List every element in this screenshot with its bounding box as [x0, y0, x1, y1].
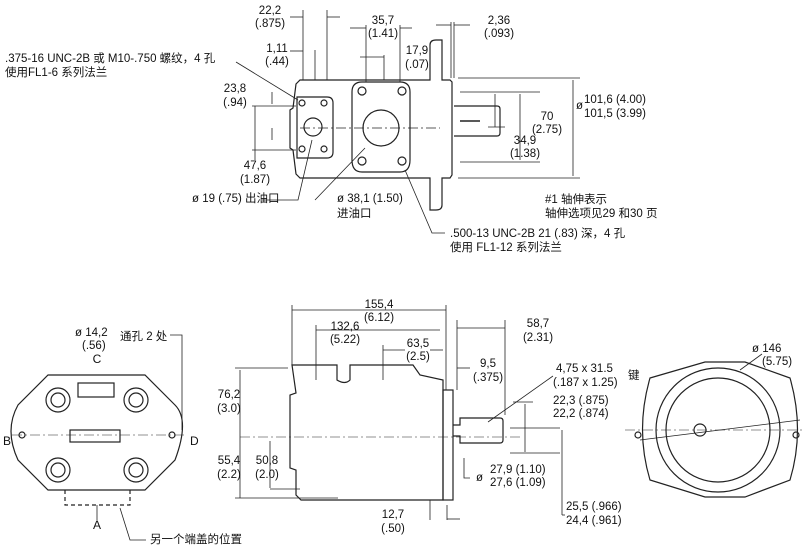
dim-76-2: 76,2 [217, 389, 241, 401]
dim-1-11-in: (.44) [265, 56, 289, 68]
shaft-dia-min: 22,2 (.874) [553, 408, 609, 420]
dim-76-2-in: (3.0) [217, 403, 241, 415]
dim-70-in: (2.75) [531, 124, 563, 136]
hub-dia-max: 27,9 (1.10) [490, 464, 546, 476]
key-height-max: 25,5 (.966) [566, 501, 622, 513]
dim-55-4-in: (2.2) [217, 469, 241, 481]
label-a: A [92, 518, 102, 532]
dim-35-7: 35,7 [371, 15, 395, 27]
hub-dia-symbol: ø [476, 472, 484, 484]
shaft-dia-max: 22,3 (.875) [553, 395, 609, 407]
mount-note-line2: 使用 FL1-12 系列法兰 [450, 242, 562, 254]
cover-position-note: 另一个端盖的位置 [150, 534, 242, 546]
shaft-note-line1: #1 轴伸表示 [545, 194, 607, 206]
top-view-outline [289, 39, 501, 211]
mount-note-line1: .500-13 UNC-2B 21 (.83) 深，4 孔 [450, 228, 626, 240]
side-view-outline [240, 364, 520, 501]
top-view-dims [235, 10, 580, 234]
inlet-port-label: 进油口 [337, 208, 372, 220]
dim-2-36: 2,36 [487, 15, 511, 27]
pilot-dia-symbol: ø [576, 100, 584, 112]
dim-22-2: 22,2 [258, 5, 282, 17]
dim-132-6: 132,6 [330, 321, 360, 333]
dim-1-11: 1,11 [266, 43, 288, 55]
dim-47-6: 47,6 [243, 160, 267, 172]
dim-63-5: 63,5 [406, 338, 430, 350]
label-c: C [92, 352, 102, 366]
key-dim-in: (.187 x 1.25) [553, 377, 618, 389]
end-view-outline [10, 334, 185, 541]
thread-note-line1: .375-16 UNC-2B 或 M10-.750 螺纹，4 孔 [5, 53, 216, 65]
dim-58-7: 58,7 [526, 318, 550, 330]
dim-17-9: 17,9 [405, 45, 429, 57]
hole-dim: ø 14,2 [75, 327, 108, 339]
dim-9-5-in: (.375) [472, 372, 504, 384]
hole-note: 通孔 2 处 [120, 331, 168, 343]
key-dim: 4,75 x 31.5 [556, 363, 613, 375]
label-d: D [190, 434, 199, 448]
dim-34-9: 34,9 [513, 135, 537, 147]
dim-55-4: 55,4 [217, 455, 241, 467]
dim-58-7-in: (2.31) [522, 332, 554, 344]
outlet-port-label: ø 19 (.75) 出油口 [192, 193, 280, 205]
front-dia-dim-in: (5.75) [762, 356, 793, 368]
dim-2-36-in: (.093) [483, 28, 515, 40]
dim-23-8: 23,8 [223, 83, 247, 95]
dim-22-2-in: (.875) [254, 18, 286, 30]
inlet-port-dim: ø 38,1 (1.50) [337, 193, 403, 205]
dim-12-7: 12,7 [381, 509, 405, 521]
dim-34-9-in: (1.38) [509, 148, 541, 160]
key-label: 键 [628, 370, 640, 382]
dim-47-6-in: (1.87) [239, 174, 271, 186]
side-view-dims [235, 305, 565, 520]
shaft-note-line2: 轴伸选项见29 和30 页 [545, 208, 658, 220]
hole-dim-in: (.56) [82, 340, 106, 352]
dim-70: 70 [540, 111, 554, 123]
dim-155-4-in: (6.12) [363, 312, 395, 324]
pilot-dia-max: 101,6 (4.00) [584, 94, 647, 106]
dim-132-6-in: (5.22) [329, 334, 361, 346]
dim-50-8: 50,8 [255, 455, 279, 467]
dim-23-8-in: (.94) [223, 97, 247, 109]
key-height-min: 24,4 (.961) [566, 515, 622, 527]
dim-35-7-in: (1.41) [367, 28, 399, 40]
dim-17-9-in: (.07) [405, 59, 429, 71]
thread-note-line2: 使用FL1-6 系列法兰 [5, 67, 108, 79]
dim-63-5-in: (2.5) [406, 351, 430, 363]
pilot-dia-min: 101,5 (3.99) [584, 108, 647, 120]
front-view-outline [625, 353, 805, 498]
dim-155-4: 155,4 [364, 299, 394, 311]
dim-50-8-in: (2.0) [255, 469, 279, 481]
label-b: B [3, 434, 12, 448]
dim-9-5: 9,5 [480, 358, 496, 370]
hub-dia-min: 27,6 (1.09) [490, 477, 546, 489]
dim-12-7-in: (.50) [381, 523, 405, 535]
front-dia-dim: ø 146 [752, 343, 782, 355]
